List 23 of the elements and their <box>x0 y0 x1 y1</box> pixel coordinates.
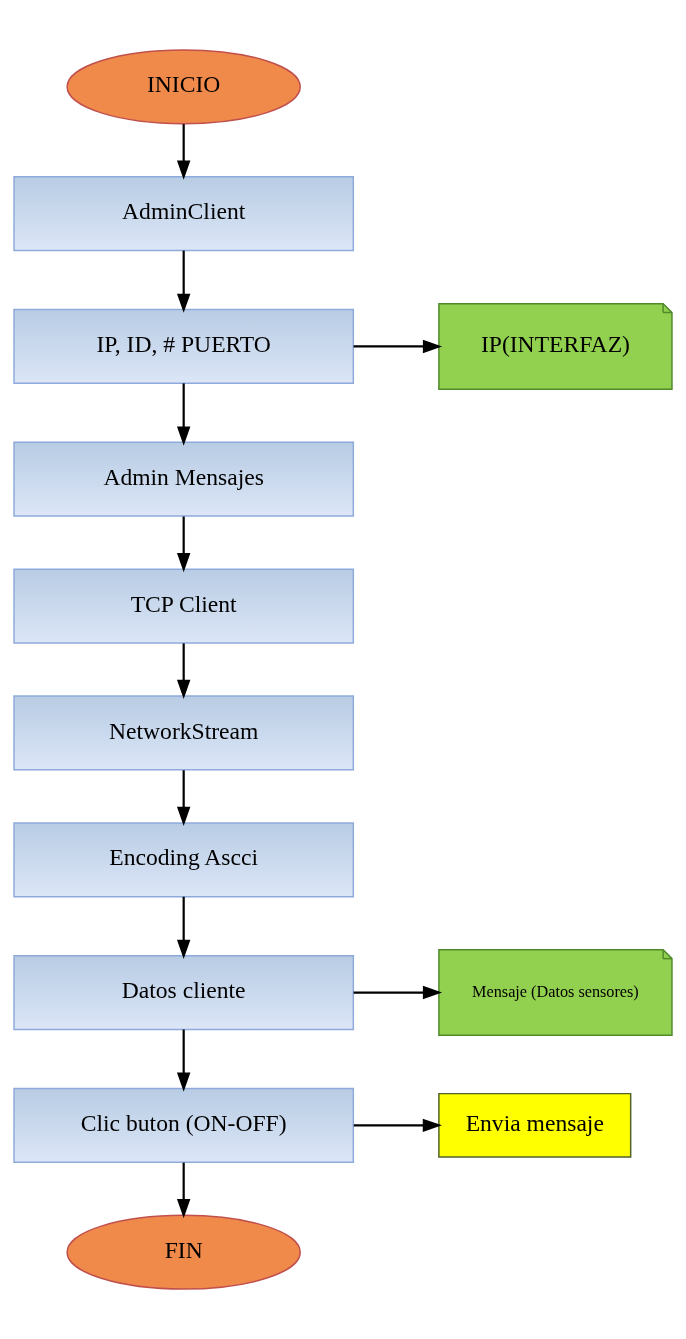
arrow <box>176 124 191 180</box>
arrow <box>353 1118 442 1133</box>
arrow <box>176 1162 191 1219</box>
node-ellipse: INICIO <box>66 49 301 125</box>
node-box: Envia mensaje <box>438 1092 632 1158</box>
node-box: Datos cliente <box>13 954 355 1031</box>
node-ellipse: FIN <box>66 1214 301 1290</box>
arrow <box>176 383 191 446</box>
node-box: AdminClient <box>13 176 355 252</box>
arrow <box>176 770 191 826</box>
node-box: NetworkStream <box>13 695 355 771</box>
arrow <box>176 1029 191 1092</box>
arrow <box>176 516 191 573</box>
node-box: Admin Mensajes <box>13 441 355 517</box>
arrow <box>176 896 191 959</box>
arrow <box>176 250 191 313</box>
node-box: IP, ID, # PUERTO <box>13 308 355 385</box>
arrow <box>353 339 443 354</box>
node-box: Encoding Ascci <box>13 822 355 898</box>
node-box: TCP Client <box>13 568 355 644</box>
node-box: Clic buton (ON-OFF) <box>13 1087 355 1163</box>
arrow <box>176 643 191 700</box>
arrow <box>353 985 443 1000</box>
